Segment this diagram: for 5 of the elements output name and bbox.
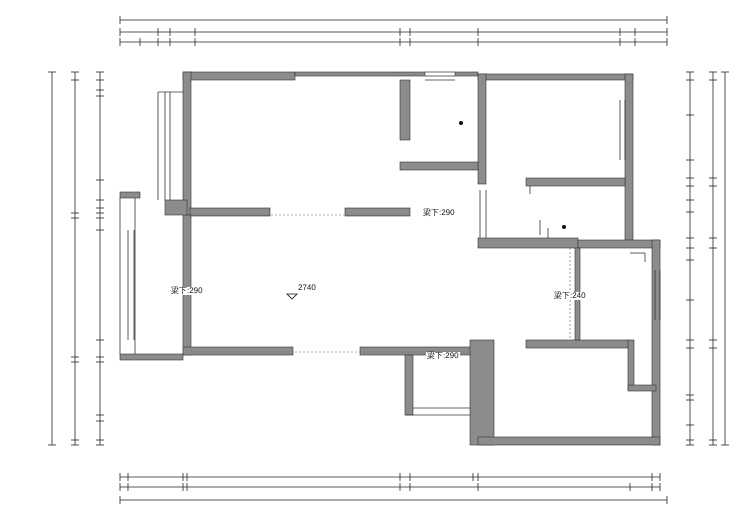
beam-height-label: 梁下:290 [426,352,460,360]
beam-height-label: 梁下:290 [170,287,204,295]
beam-height-label: 梁下:290 [422,209,456,217]
beam-height-label: 2740 [297,284,317,292]
beam-height-label: 梁下:240 [553,292,587,300]
